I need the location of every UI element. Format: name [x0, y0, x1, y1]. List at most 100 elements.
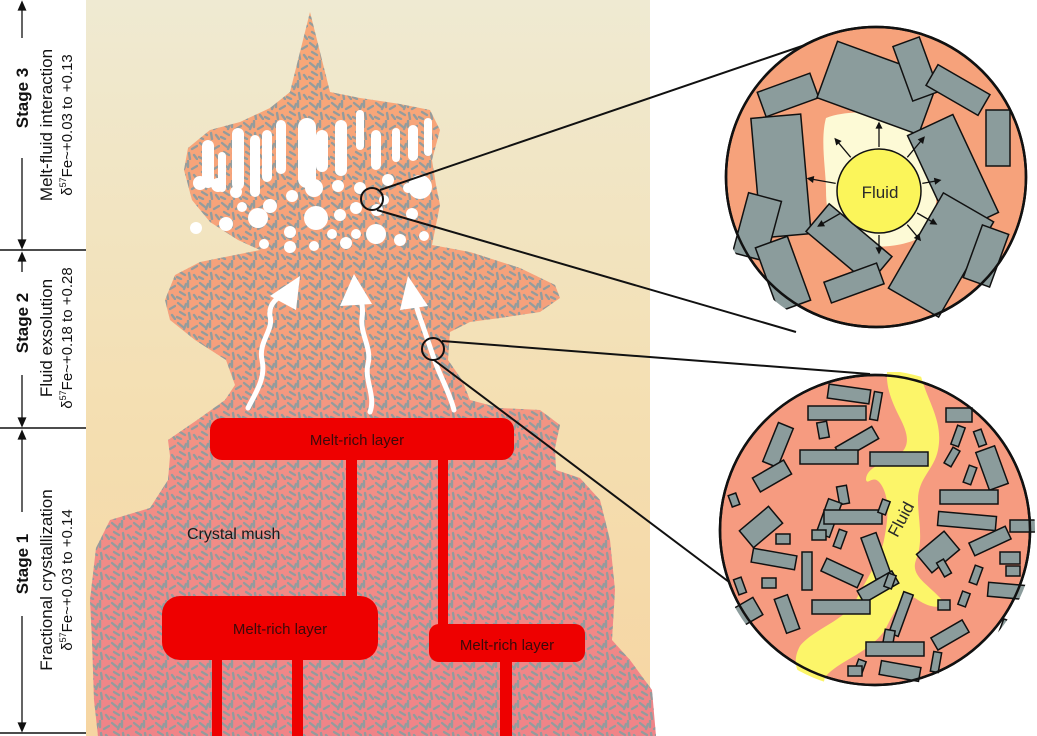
inset-lower-border: [718, 373, 1032, 687]
crystal-lath: [815, 420, 831, 440]
fluid-bubble-dot: [190, 222, 202, 234]
fluid-bubble-dot: [379, 195, 389, 205]
fluid-bubble-dot: [327, 229, 337, 239]
fluid-bubble-dot: [248, 208, 268, 228]
crystal-lath: [962, 464, 978, 486]
crystal-lath: [799, 449, 859, 465]
crystal-lath: [986, 581, 1030, 601]
crystal-lath: [924, 63, 992, 117]
fluid-channel-streak: [392, 128, 400, 162]
inset-upper-border: [724, 25, 1028, 329]
crystal-lath: [751, 459, 793, 493]
delta-superscript: 57: [58, 177, 68, 187]
delta-symbol: δ: [59, 187, 76, 195]
fluid-bubbles: [190, 110, 432, 253]
pressure-arrowhead: [913, 233, 922, 242]
fluid-channel-streak: [250, 135, 260, 197]
fluid-bubble-dot: [382, 174, 394, 186]
fluid-bubble-dot: [237, 202, 247, 212]
crystal-lath: [826, 383, 872, 405]
melt-conduit: [212, 660, 222, 736]
crystal-lath: [750, 547, 798, 571]
fluid-bubble-dot: [408, 175, 432, 199]
fluid-bubble-dot: [284, 241, 296, 253]
crystal-lath: [945, 407, 973, 423]
fluid-pressure-arrows: [806, 121, 942, 255]
stage3-span-arrow: [17, 0, 27, 250]
fluid-channel-streak: [335, 120, 347, 176]
stage3-title: Stage 3: [13, 68, 32, 128]
crystal-lath: [956, 590, 972, 608]
pressure-arrowhead: [817, 220, 826, 227]
crystal-lath: [929, 618, 971, 652]
pressure-arrowhead: [834, 137, 842, 146]
crystal-lath: [761, 421, 795, 469]
fluid-bubble-dot: [366, 224, 386, 244]
fluid-bubble-dot: [211, 178, 225, 192]
pressure-arrowhead: [875, 121, 883, 129]
crystal-lath: [937, 599, 951, 611]
fluid-bubble-dot: [284, 226, 296, 238]
crystal-lath: [868, 390, 884, 422]
stage3-delta: δ57Fe~+0.03 to +0.13: [58, 54, 76, 195]
fluid-channel-streak: [424, 118, 432, 156]
crystal-lath: [807, 405, 867, 421]
delta-range: Fe~+0.03 to +0.13: [59, 54, 76, 177]
crystal-lath: [816, 40, 940, 136]
delta-symbol: δ: [59, 400, 76, 408]
delta-range: Fe~+0.03 to +0.14: [59, 509, 76, 632]
fluid-channel-streak: [262, 130, 272, 182]
crystal-lath: [869, 451, 929, 467]
crystal-lath: [882, 572, 898, 590]
crystal-mush-label: Crystal mush: [187, 526, 280, 543]
crystal-lath: [968, 564, 984, 586]
stage2-delta: δ57Fe~+0.18 to +0.28: [58, 267, 76, 408]
delta-superscript: 57: [58, 390, 68, 400]
fluid-arrow-right: [400, 276, 457, 413]
fluid-bubble-dot: [334, 209, 346, 221]
fluid-channel-streak: [408, 125, 418, 161]
pressure-arrowhead: [806, 175, 815, 183]
fluid-bubble-dot: [351, 229, 361, 239]
crystal-lath: [819, 557, 865, 589]
crystal-lath: [929, 650, 943, 674]
rising-fluid-arrows: [245, 274, 457, 415]
delta-range: Fe~+0.18 to +0.28: [59, 267, 76, 390]
crystal-lath: [943, 446, 961, 468]
stage2-process: Fluid exsolution: [37, 279, 56, 397]
crystal-lath: [967, 525, 1013, 557]
melt-rich-layer-left-label: Melt-rich layer: [233, 621, 327, 638]
fluid-bubble-dot: [230, 186, 242, 198]
crystal-lath: [811, 529, 827, 541]
pressure-arrowhead: [875, 247, 883, 255]
crystal-lath: [949, 424, 967, 448]
fluid-label-upper: Fluid: [862, 183, 899, 202]
stage2-title: Stage 2: [13, 293, 32, 353]
stage1-process: Fractional crystallization: [37, 489, 56, 670]
melt-rich-layer-top: [210, 418, 514, 460]
fluid-bubble-dot: [304, 206, 328, 230]
crystal-lath: [999, 551, 1021, 565]
melt-rich-layer-right: [429, 624, 585, 662]
crystal-lath: [811, 599, 871, 615]
fluid-bubble-dot: [419, 231, 429, 241]
fluid-bubble-dot: [219, 217, 233, 231]
crystal-lath: [935, 558, 953, 578]
crystal-lath: [876, 498, 892, 516]
fluid-bubble-dot: [354, 182, 366, 194]
fluid-bubble-dot: [305, 179, 323, 197]
crystal-lath: [738, 505, 784, 549]
zoom-marker-upper: [360, 187, 384, 211]
delta-symbol: δ: [59, 642, 76, 650]
leader-line: [441, 340, 871, 375]
stage1-span-arrow: [17, 429, 27, 733]
crystal-lath: [832, 528, 848, 550]
crystal-lath: [936, 510, 998, 532]
fluid-bubble-dot: [263, 199, 277, 213]
fluid-bubble-dot: [309, 241, 319, 251]
melt-rich-layer-right-label: Melt-rich layer: [460, 637, 554, 654]
fluid-channel-streak: [202, 140, 214, 188]
crystal-lath: [985, 109, 1011, 167]
fluid-channel-streak: [298, 118, 316, 188]
